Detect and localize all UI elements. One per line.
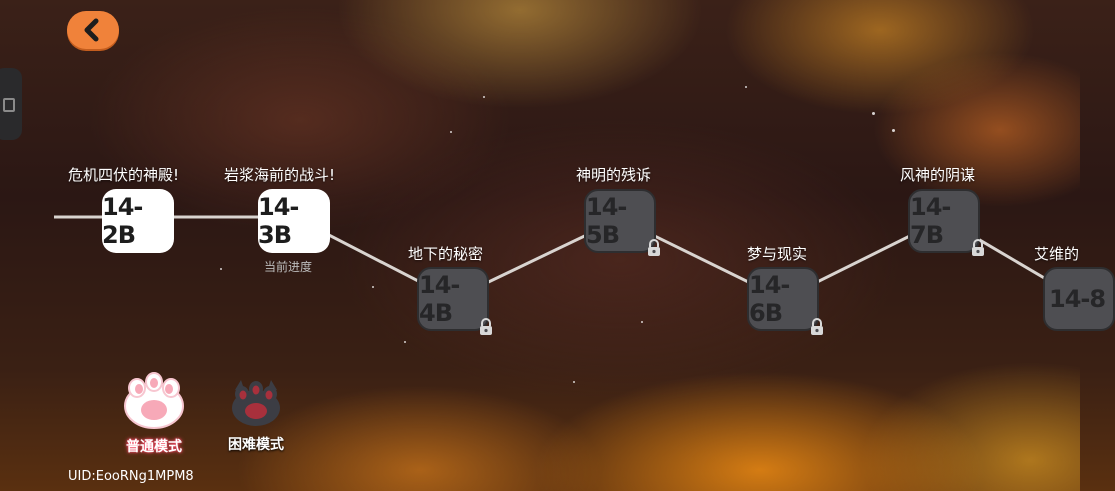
stage-node-14-4b[interactable]: 14-4B: [417, 267, 489, 331]
stage-title: 地下的秘密: [408, 245, 484, 263]
back-button[interactable]: [67, 11, 119, 49]
star-speck: [872, 112, 875, 115]
stage-node-14-7b[interactable]: 14-7B: [908, 189, 980, 253]
chevron-left-icon: [84, 18, 99, 42]
lock-icon: [811, 318, 823, 335]
star-speck: [573, 381, 575, 383]
star-speck: [641, 321, 643, 323]
star-speck: [404, 341, 406, 343]
dark-paw-icon: [232, 380, 280, 426]
star-speck: [483, 96, 485, 98]
normal-mode-label: 普通模式: [126, 439, 182, 455]
star-speck: [745, 86, 747, 88]
lock-icon: [480, 318, 492, 335]
lock-icon: [972, 239, 984, 256]
star-speck: [450, 131, 452, 133]
star-speck: [220, 268, 222, 270]
hard-mode-button[interactable]: 困难模式: [218, 380, 294, 454]
stage-node-14-2b[interactable]: 14-2B: [102, 189, 174, 253]
stage-title: 岩浆海前的战斗!: [224, 166, 336, 184]
star-speck: [372, 286, 374, 288]
stage-node-14-3b[interactable]: 14-3B: [258, 189, 330, 253]
stage-node-14-5b[interactable]: 14-5B: [584, 189, 656, 253]
current-progress-label: 当前进度: [264, 260, 313, 274]
stage-title: 神明的残诉: [576, 166, 652, 184]
drawer-icon: [3, 98, 15, 112]
star-speck: [892, 129, 895, 132]
stage-title: 梦与现实: [747, 245, 808, 263]
user-id: UID:EooRNg1MPM8: [68, 469, 194, 484]
stage-title: 危机四伏的神殿!: [68, 166, 180, 184]
side-drawer-handle[interactable]: [0, 68, 22, 140]
stage-title: 风神的阴谋: [900, 166, 976, 184]
lock-icon: [648, 239, 660, 256]
hard-mode-label: 困难模式: [228, 437, 284, 453]
stage-title: 艾维的: [1034, 245, 1080, 263]
normal-mode-button[interactable]: 普通模式: [114, 372, 194, 456]
stage-node-14-8[interactable]: 14-8: [1043, 267, 1115, 331]
pink-paw-icon: [124, 372, 184, 429]
stage-node-14-6b[interactable]: 14-6B: [747, 267, 819, 331]
